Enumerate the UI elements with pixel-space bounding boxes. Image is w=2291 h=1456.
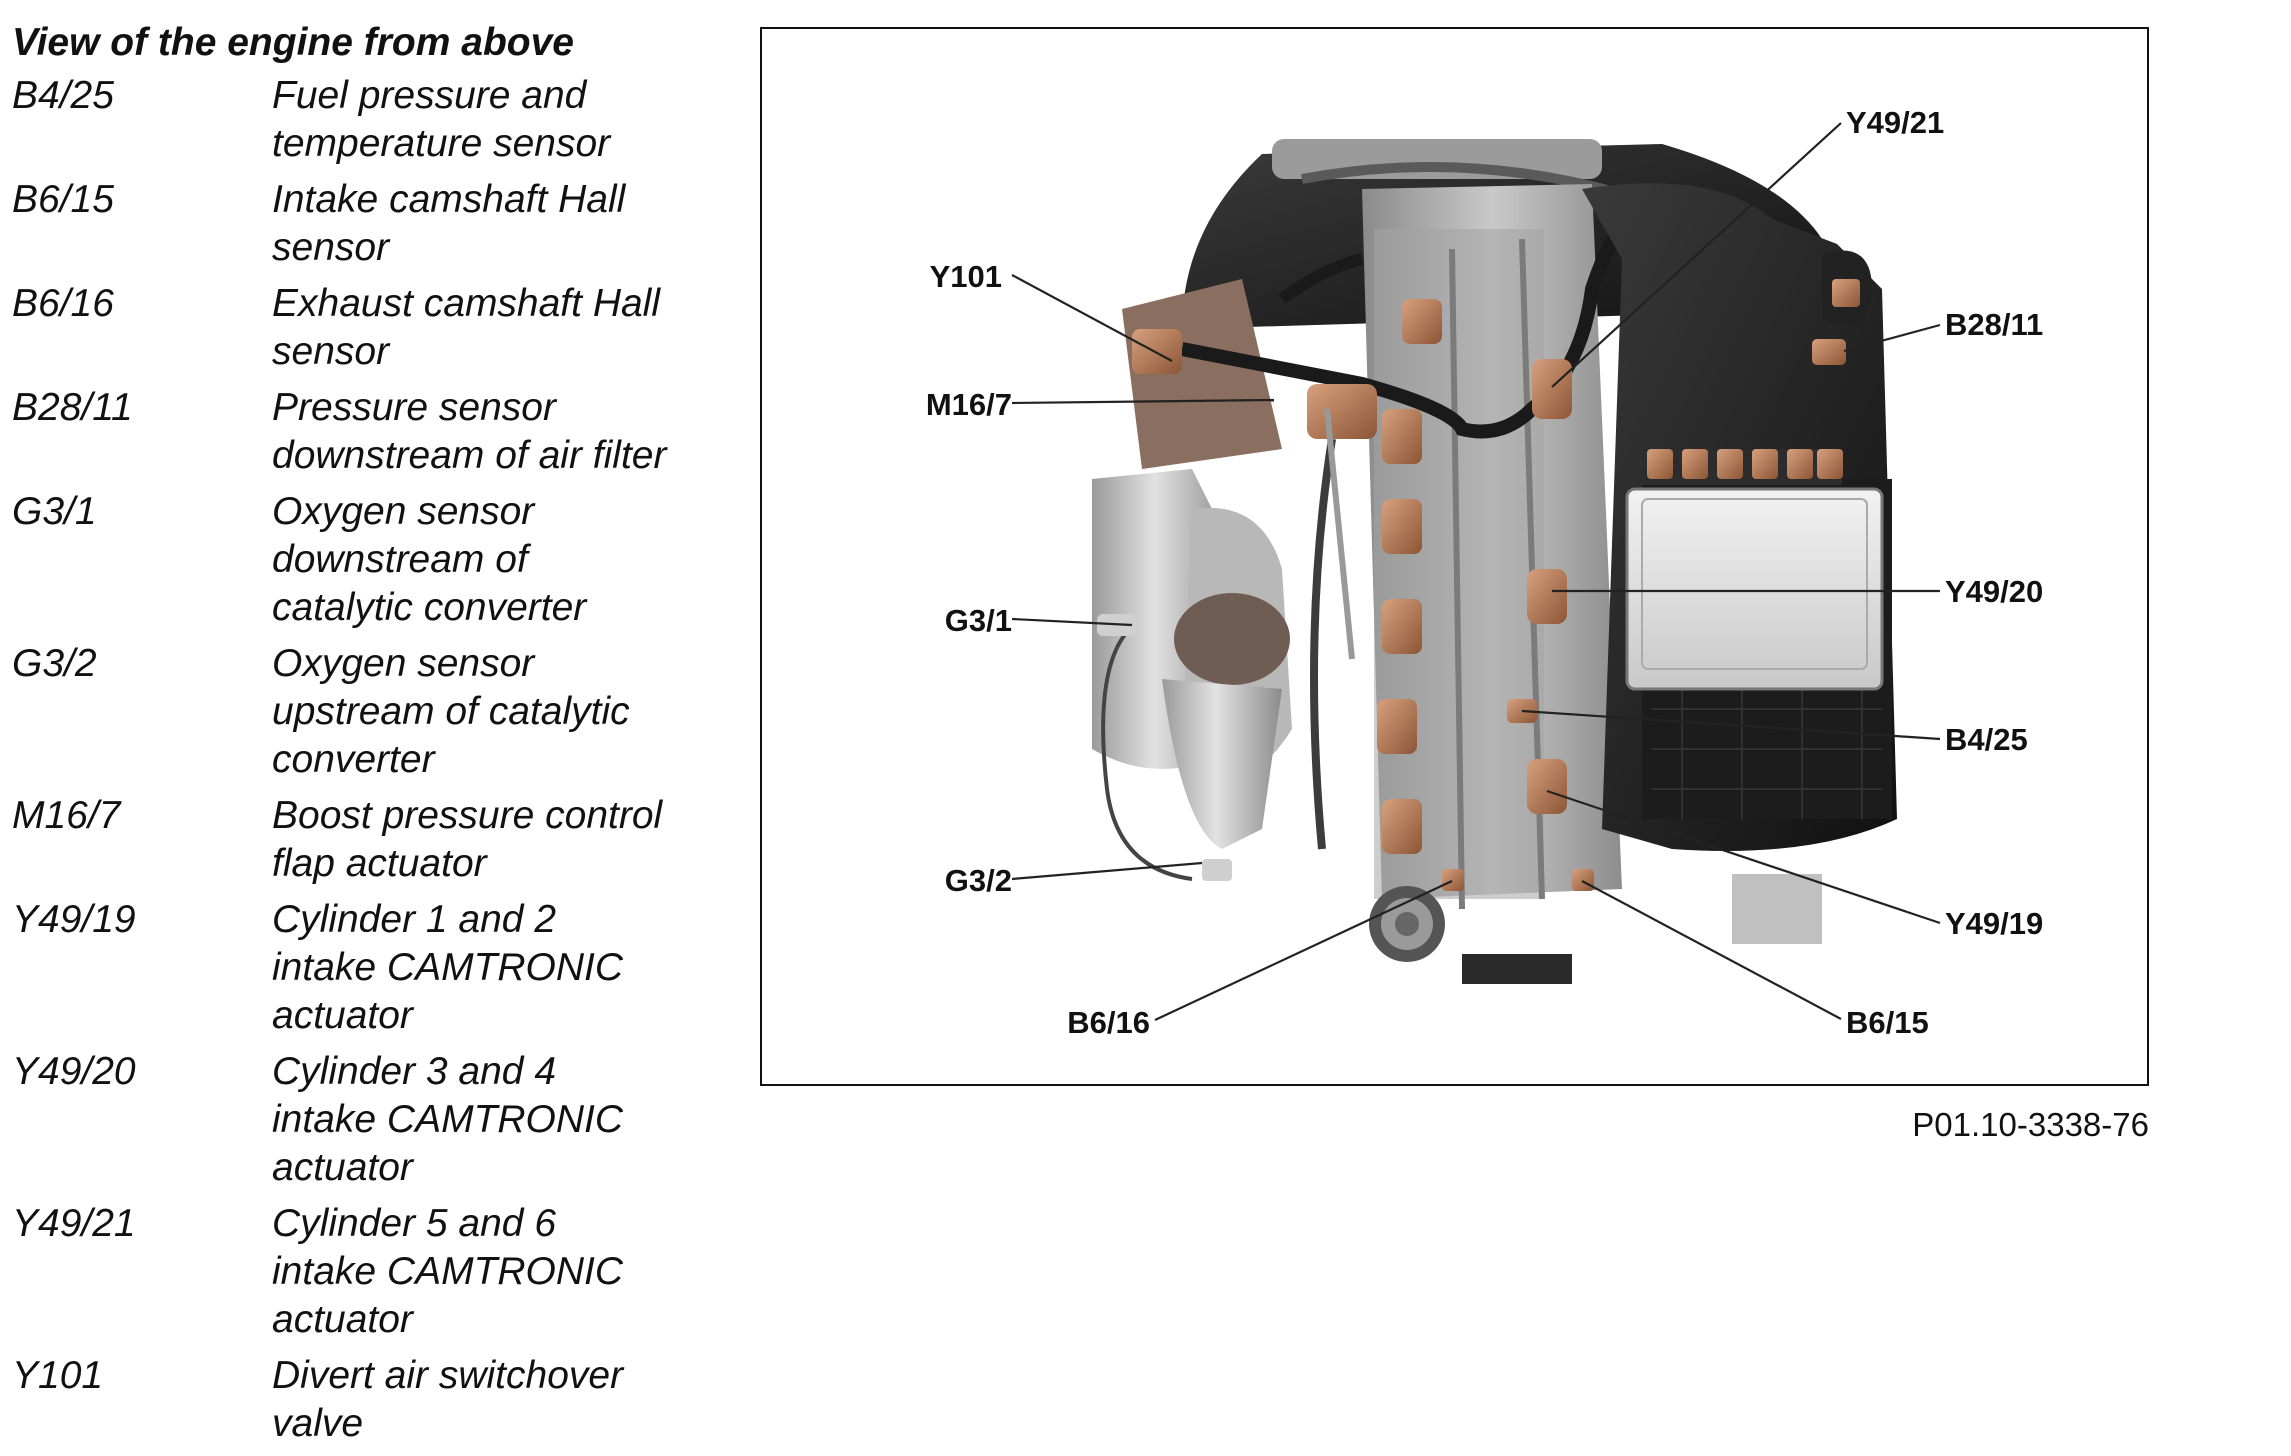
legend-item-description-line: sensor [272,226,390,269]
engine-illustration: Y101 M16/7 G3/1 G3/2 B6/16 Y49/21 B28/11… [926,105,2043,1040]
legend-item-description: Exhaust camshaft Hall sensor [272,280,702,376]
legend-item-description-line: Fuel pressure and [272,74,587,117]
legend-item: B6/16 Exhaust camshaft Hall sensor [12,280,712,384]
legend-item-description: Divert air switchover valve [272,1352,702,1448]
legend-item-description-line: temperature sensor [272,122,611,165]
legend-item-code: G3/2 [12,642,97,685]
leader-g3-1 [1011,617,1133,627]
legend-item-description-line: downstream of [272,538,528,581]
legend-item-description-line: intake CAMTRONIC [272,1098,624,1141]
legend-item: Y49/20 Cylinder 3 and 4 intake CAMTRONIC ac… [12,1048,712,1200]
engine-drawing [1092,139,1897,984]
legend-item-description-line: Oxygen sensor [272,642,535,685]
legend-item-description-line: Oxygen sensor [272,490,535,533]
legend-item-description-line: intake CAMTRONIC [272,1250,624,1293]
legend-item-description-line: downstream of air filter [272,434,667,477]
callout-g3-2: G3/2 [945,863,1012,898]
leader-b6-15 [1581,880,1842,1020]
legend-item-code: M16/7 [12,794,121,837]
legend-item: B28/11 Pressure sensor downstream of air f… [12,384,712,488]
legend-item-code: Y49/19 [12,898,136,941]
legend-item-code: B6/15 [12,178,114,221]
legend-item-description-line: Cylinder 1 and 2 [272,898,557,941]
legend-item: Y49/19 Cylinder 1 and 2 intake CAMTRONIC ac… [12,896,712,1048]
callout-b6-15: B6/15 [1846,1005,1929,1040]
legend-item-description: Cylinder 1 and 2 intake CAMTRONIC actuator [272,896,702,1040]
legend-item-description-line: Exhaust camshaft Hall [272,282,661,325]
legend-item-description-line: actuator [272,1146,413,1189]
callout-g3-1: G3/1 [945,603,1012,638]
legend-item-code: Y49/20 [12,1050,136,1093]
legend-item-code: B4/25 [12,74,114,117]
legend-item-code: Y49/21 [12,1202,136,1245]
legend-item-description-line: Boost pressure control [272,794,663,837]
callout-b6-16: B6/16 [1067,1005,1150,1040]
legend-item-description-line: upstream of catalytic [272,690,630,733]
legend-item-description-line: Cylinder 3 and 4 [272,1050,557,1093]
legend-item: M16/7 Boost pressure control flap actuator [12,792,712,896]
callout-y49-19: Y49/19 [1945,906,2043,941]
leader-b28-11 [1843,323,1941,353]
legend-item: Y49/21 Cylinder 5 and 6 intake CAMTRONIC ac… [12,1200,712,1352]
legend-item-description-line: Intake camshaft Hall [272,178,626,221]
callout-m16-7: M16/7 [926,387,1012,422]
legend-item-description-line: sensor [272,330,390,373]
legend-list: B4/25 Fuel pressure and temperature sensor… [12,72,712,1456]
legend-item: G3/1 Oxygen sensor downstream of catalytic … [12,488,712,640]
callout-y49-20: Y49/20 [1945,574,2043,609]
legend-item: B6/15 Intake camshaft Hall sensor [12,176,712,280]
legend-title: View of the engine from above [12,21,574,64]
legend-item-description-line: Divert air switchover [272,1354,624,1397]
legend-item-code: G3/1 [12,490,97,533]
legend: View of the engine from above B4/25 Fuel … [12,14,712,1456]
legend-item-description-line: intake CAMTRONIC [272,946,624,989]
legend-item-description: Boost pressure control flap actuator [272,792,702,888]
legend-item-description-line: converter [272,738,435,781]
legend-item-description: Oxygen sensor upstream of catalytic conver… [272,640,702,784]
legend-item-description-line: actuator [272,1298,413,1341]
leader-y101 [1011,274,1173,362]
legend-item-code: Y101 [12,1354,104,1397]
leader-y49-19 [1546,789,1941,925]
callout-b28-11: B28/11 [1945,307,2043,342]
leader-b4-25 [1521,709,1941,741]
figure-reference: P01.10-3338-76 [1912,1106,2149,1143]
legend-item-description: Fuel pressure and temperature sensor [272,72,702,168]
leader-b6-16 [1154,880,1453,1021]
legend-item-description-line: valve [272,1402,364,1445]
callout-y101: Y101 [930,259,1002,294]
legend-item-description-line: Pressure sensor [272,386,556,429]
callout-y49-21: Y49/21 [1846,105,1944,140]
legend-item: Y101 Divert air switchover valve [12,1352,712,1456]
legend-item-description-line: catalytic converter [272,586,587,629]
legend-item-description-line: Cylinder 5 and 6 [272,1202,557,1245]
callout-b4-25: B4/25 [1945,722,2028,757]
legend-item-description: Oxygen sensor downstream of catalytic conv… [272,488,702,632]
legend-item-description-line: flap actuator [272,842,487,885]
legend-item-code: B6/16 [12,282,114,325]
engine-figure: Y101 M16/7 G3/1 G3/2 B6/16 Y49/21 B28/11… [760,27,2149,1086]
legend-item-description: Cylinder 5 and 6 intake CAMTRONIC actuator [272,1200,702,1344]
legend-item-description: Cylinder 3 and 4 intake CAMTRONIC actuator [272,1048,702,1192]
legend-item: B4/25 Fuel pressure and temperature sensor [12,72,712,176]
legend-item-description: Pressure sensor downstream of air filter [272,384,702,480]
leader-g3-2 [1011,861,1203,881]
legend-item-description-line: actuator [272,994,413,1037]
leader-m16-7 [1011,398,1275,405]
legend-item-code: B28/11 [12,386,133,429]
leader-lines [1011,122,1941,1021]
legend-item: G3/2 Oxygen sensor upstream of catalytic co… [12,640,712,792]
leader-y49-21 [1551,122,1842,388]
legend-item-description: Intake camshaft Hall sensor [272,176,702,272]
